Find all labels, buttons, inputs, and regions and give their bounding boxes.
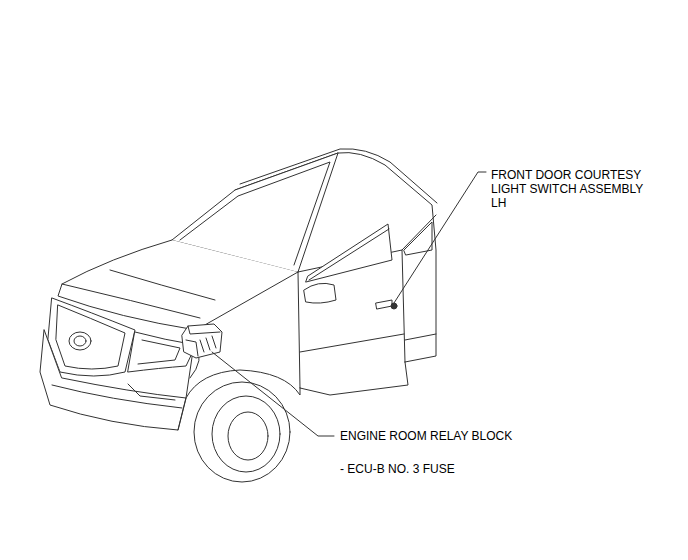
sub-label: - ECU-B NO. 3 FUSE	[340, 462, 540, 476]
part-label: ENGINE ROOM RELAY BLOCK	[340, 429, 540, 443]
part-label: FRONT DOOR COURTESY LIGHT SWITCH ASSEMBL…	[491, 168, 661, 210]
